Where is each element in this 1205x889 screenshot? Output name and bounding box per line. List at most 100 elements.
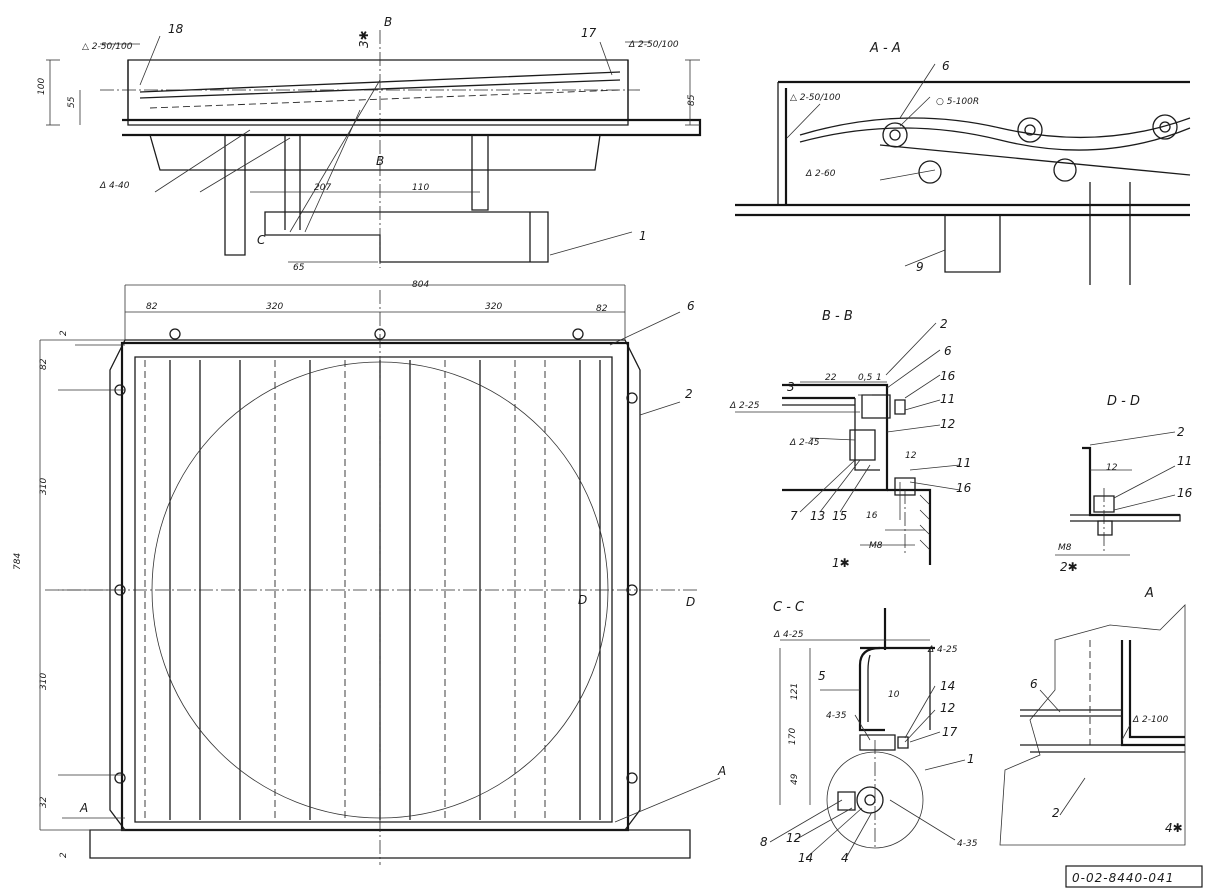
leader-line (909, 464, 961, 471)
label-notes-star1: 1✱ (832, 556, 850, 570)
leader-line (1059, 777, 1086, 816)
label-parts-cc-4: 4 (841, 851, 849, 865)
label-sections-dd: D - D (1107, 394, 1140, 409)
top-view (100, 30, 702, 268)
leader-line (899, 63, 936, 119)
label-parts-bb-13: 13 (810, 509, 825, 523)
label-dims-cc-170: 170 (788, 728, 798, 745)
label-parts-p6-front: 6 (687, 299, 695, 313)
label-parts-bb-12: 12 (940, 417, 955, 431)
label-parts-cc-14a: 14 (940, 679, 955, 693)
label-dims-front-310a: 310 (39, 478, 49, 495)
detail-a (999, 604, 1186, 846)
label-welds-aa-2-50: △ 2-50/100 (790, 93, 841, 103)
label-dims-front-32: 32 (39, 796, 49, 808)
label-dims-front-310b: 310 (39, 673, 49, 690)
label-parts-bb-16b: 16 (956, 481, 972, 495)
label-section-marks-d-right: D (686, 595, 695, 609)
leader-line (845, 811, 873, 859)
label-dims-front-82v: 82 (39, 358, 49, 370)
label-parts-bb-16a: 16 (940, 369, 956, 383)
label-parts-cc-17: 17 (942, 725, 958, 739)
bolt-hole (626, 584, 638, 596)
label-section-marks-b-lower: B (376, 154, 384, 168)
label-welds-bb-2-45: Δ 2-45 (789, 438, 820, 448)
leader-line (839, 464, 871, 513)
label-dims-top-85: 85 (687, 94, 697, 106)
section-cc (826, 608, 935, 849)
leader-line (1113, 465, 1176, 499)
label-sections-aa: A - A (869, 41, 901, 56)
leader-line (924, 759, 966, 771)
label-dims-top-100: 100 (37, 78, 47, 95)
bolt-hole (169, 328, 181, 340)
label-parts-bb-15: 15 (832, 509, 847, 523)
label-parts-p1-top: 1 (639, 229, 647, 243)
leader-line (1121, 724, 1131, 741)
label-dims-dd-12: 12 (1106, 463, 1118, 473)
label-welds-cc-4-25-left: Δ 4-25 (773, 630, 804, 640)
label-dims-bb-12: 12 (905, 451, 917, 461)
doc-number-box (1065, 865, 1203, 888)
label-parts-cc-8: 8 (760, 835, 768, 849)
leader-line (904, 249, 946, 267)
leader-line (614, 777, 721, 823)
label-dims-cc-49: 49 (790, 773, 800, 785)
label-dims-bb-05: 0,5 (858, 373, 873, 383)
label-parts-bb-11b: 11 (956, 456, 971, 470)
leader-line (899, 96, 931, 127)
label-welds-top-4-40: Δ 4-40 (99, 181, 130, 191)
label-parts-cc-12a: 12 (940, 701, 955, 715)
label-parts-p6-aa: 6 (942, 59, 950, 73)
leader-line (909, 481, 961, 491)
label-dims-dd-m8: M8 (1058, 543, 1072, 553)
label-parts-bb-2: 2 (940, 317, 948, 331)
label-parts-p2-front: 2 (685, 387, 693, 401)
label-parts-p17-top: 17 (581, 26, 597, 40)
label-parts-bb-7: 7 (790, 509, 798, 523)
label-notes-star4: 4✱ (1165, 821, 1183, 835)
label-welds-cc-4-35-right: 4-35 (957, 839, 978, 849)
leader-line (805, 807, 863, 859)
label-dims-front-784: 784 (13, 553, 23, 570)
leader-line (904, 399, 941, 411)
label-parts-bb-11a: 11 (940, 392, 955, 406)
label-parts-dd-11: 11 (1177, 454, 1192, 468)
label-parts-a-6: 6 (1030, 677, 1038, 691)
label-dims-front-804: 804 (412, 280, 429, 290)
label-welds-top-right: Δ 2-50/100 (628, 40, 679, 50)
label-dims-top-65: 65 (293, 263, 305, 273)
label-dims-front-82a: 82 (146, 302, 158, 312)
label-dims-bb-m8: M8 (869, 541, 883, 551)
label-parts-p18: 18 (168, 22, 184, 36)
label-dims-front-82b: 82 (596, 304, 608, 314)
label-section-marks-b-upper: B (384, 15, 392, 29)
label-welds-aa-5-100r: ○ 5-100R (936, 97, 979, 107)
label-sections-cc: C - C (773, 600, 805, 615)
bolt-hole (114, 772, 126, 784)
leader-line (854, 714, 871, 741)
label-parts-cc-14b: 14 (798, 851, 813, 865)
label-notes-star3: 3✱ (357, 30, 371, 48)
label-dims-cc-121: 121 (790, 683, 800, 700)
leader-line (599, 41, 613, 76)
leader-line (1113, 494, 1176, 511)
label-section-marks-d-left: D (578, 593, 587, 607)
label-parts-cc-1: 1 (967, 752, 975, 766)
leader-line (289, 79, 381, 233)
leader-line (879, 169, 936, 181)
label-parts-bb-3: 3 (787, 380, 795, 394)
label-dims-top-55: 55 (67, 96, 77, 108)
leader-line (886, 424, 941, 433)
label-parts-cc-5: 5 (818, 669, 826, 683)
leader-line (809, 437, 856, 441)
leader-line (819, 459, 861, 513)
leader-line (909, 731, 941, 743)
label-parts-p9-aa: 9 (916, 260, 924, 274)
label-dims-bb-22: 22 (825, 373, 837, 383)
leader-line (199, 137, 291, 193)
section-aa (735, 80, 1191, 285)
label-dims-cc-10: 10 (888, 690, 900, 700)
label-parts-a-2: 2 (1052, 806, 1060, 820)
label-welds-cc-4-35-left: 4-35 (826, 711, 847, 721)
